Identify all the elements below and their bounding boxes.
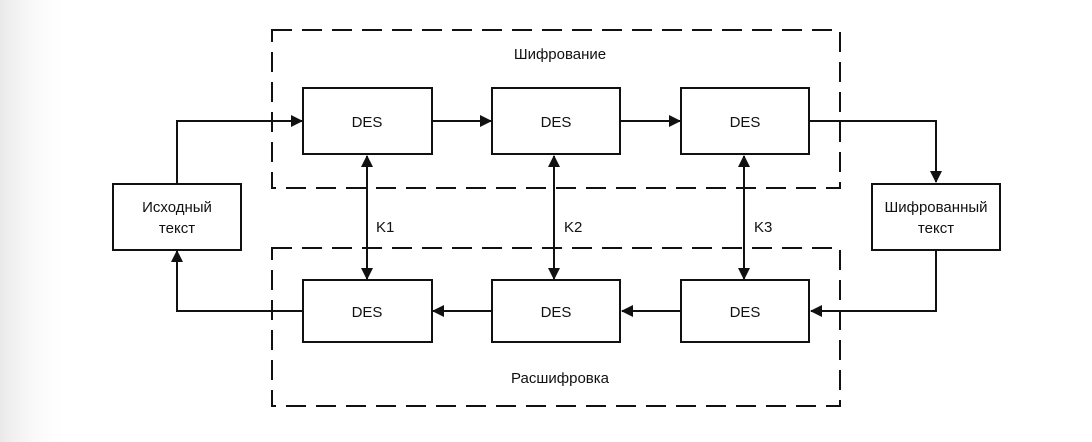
source-text-box: Исходный текст (112, 183, 242, 251)
des-block-decrypt-1: DES (302, 279, 433, 343)
cipher-text-line2: текст (918, 220, 954, 237)
des-block-decrypt-3: DES (680, 279, 810, 343)
arrow-des4-to-source (171, 250, 302, 312)
key2-label: K2 (564, 219, 582, 236)
arrow-source-to-des1 (176, 115, 303, 184)
cipher-text-line1: Шифрованный (884, 199, 987, 216)
left-vignette (0, 0, 70, 442)
des-block-decrypt-2: DES (491, 279, 621, 343)
des-block-encrypt-1: DES (302, 87, 433, 155)
key1-label: K1 (376, 219, 394, 236)
des-label: DES (352, 304, 383, 321)
des-label: DES (730, 304, 761, 321)
des-block-encrypt-2: DES (491, 87, 621, 155)
des-block-encrypt-3: DES (680, 87, 810, 155)
cipher-text-box: Шифрованный текст (871, 183, 1001, 251)
arrow-des3-to-cipher (809, 120, 942, 183)
des-label: DES (352, 114, 383, 131)
arrow-cipher-to-des6 (810, 250, 937, 317)
source-text-line1: Исходный (142, 199, 212, 216)
key3-label: K3 (754, 219, 772, 236)
encryption-label: Шифрование (514, 46, 606, 63)
source-text-line2: текст (159, 220, 195, 237)
decryption-label: Расшифровка (511, 370, 610, 387)
des-label: DES (541, 304, 572, 321)
des-label: DES (541, 114, 572, 131)
des-label: DES (730, 114, 761, 131)
